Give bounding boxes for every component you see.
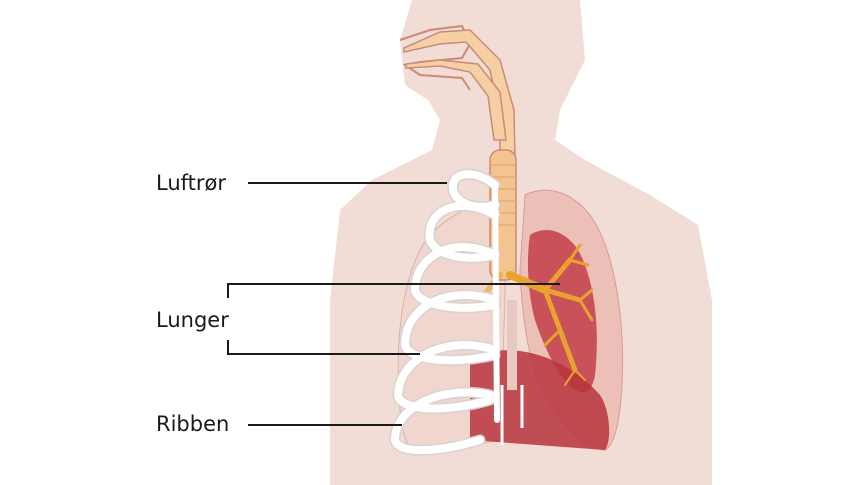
label-ribs: Ribben	[156, 412, 230, 436]
label-lungs: Lunger	[156, 308, 229, 332]
label-trachea: Luftrør	[156, 171, 227, 195]
rib-cage	[389, 168, 501, 456]
leader-lungs-upper	[227, 283, 560, 298]
rib-3	[410, 243, 499, 312]
rib-4	[400, 291, 499, 365]
diaphragm-struts	[500, 385, 524, 445]
leader-lungs-lower	[227, 340, 420, 355]
sternum	[492, 182, 500, 423]
lung-left-inner	[527, 230, 597, 393]
rib-6	[390, 388, 494, 455]
diaphragm	[470, 350, 610, 450]
leader-lines	[227, 182, 560, 426]
rib-5	[393, 341, 499, 413]
mouth-cavity	[405, 59, 507, 141]
rib-2	[425, 202, 499, 262]
